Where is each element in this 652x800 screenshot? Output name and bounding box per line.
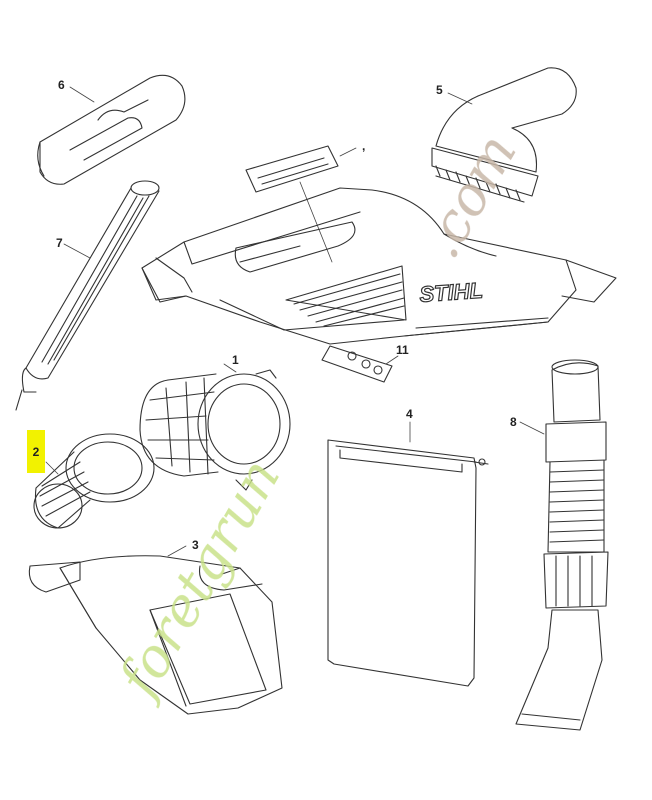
callout-label-3: 3 [192,538,199,552]
watermark-text-part1: foretgrun [105,448,293,710]
stihl-logo: STIHL [419,278,484,307]
label-plate [245,145,339,193]
callout-label-4: 4 [406,407,413,421]
callout-label-2: 2 [32,445,40,459]
part-1-filter-cartridge [139,369,291,491]
callout-label-11: 11 [396,343,409,357]
highlighted-callout-2: 2 [27,430,45,473]
part-8-flexible-hose [515,359,609,731]
part-2-pre-filter [33,433,155,529]
watermark-text-part2: .com [409,123,529,268]
part-3-nozzle-attachment [28,555,283,715]
part-7-extension-tube [15,180,160,411]
main-blower-body [141,187,617,345]
callout-label-tick: , [362,139,365,153]
callout-label-6: 6 [58,78,65,92]
part-5-brush-nozzle [431,67,577,203]
callout-label-5: 5 [436,83,443,97]
part-6-nozzle [37,74,186,185]
callout-label-1: 1 [232,353,239,367]
part-4-collection-bag [327,439,489,687]
part-11-warning-label [321,345,393,383]
callout-label-8: 8 [510,415,517,429]
callout-label-7: 7 [56,236,63,250]
